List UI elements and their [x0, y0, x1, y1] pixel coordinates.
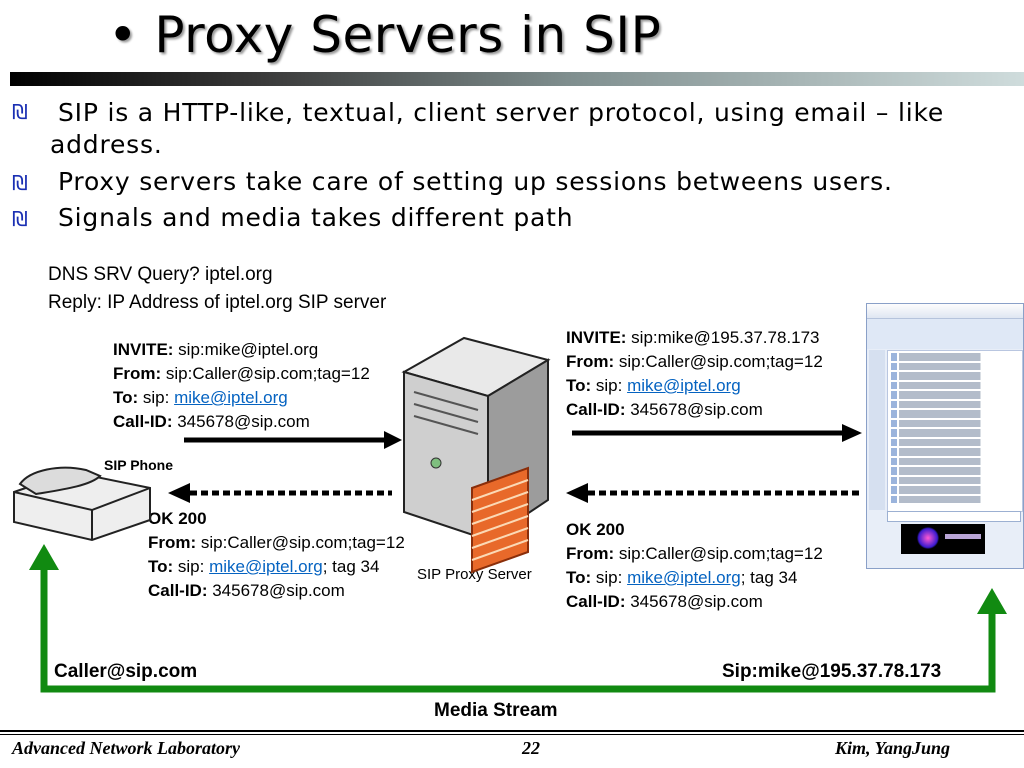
callee-address-label: Sip:mike@195.37.78.173	[722, 661, 942, 682]
to-link[interactable]: mike@iptel.org	[209, 557, 323, 576]
bullet-2: Proxy servers take care of setting up se…	[58, 167, 893, 196]
from-line: From: sip:Caller@sip.com;tag=12	[148, 533, 405, 552]
from-line: From: sip:Caller@sip.com;tag=12	[566, 352, 823, 371]
to-line: To: sip: mike@iptel.org; tag 34	[148, 557, 380, 576]
to-link[interactable]: mike@iptel.org	[627, 568, 741, 587]
callid-line: Call-ID: 345678@sip.com	[566, 592, 763, 611]
status-line: OK 200	[148, 509, 207, 528]
to-line: To: sip: mike@iptel.org; tag 34	[566, 568, 798, 587]
caller-address-label: Caller@sip.com	[54, 661, 198, 682]
to-link[interactable]: mike@iptel.org	[627, 376, 741, 395]
media-stream-arrow	[29, 544, 1007, 693]
to-link[interactable]: mike@iptel.org	[174, 388, 288, 407]
to-line: To: sip: mike@iptel.org	[566, 376, 741, 395]
invite-line: INVITE: sip:mike@195.37.78.173	[566, 328, 820, 347]
callid-line: Call-ID: 345678@sip.com	[566, 400, 763, 419]
slide-title: • Proxy Servers in SIP	[108, 6, 662, 64]
media-stream-label: Media Stream	[434, 700, 558, 721]
bullet-marker-icon: ₪	[12, 100, 28, 124]
to-line: To: sip: mike@iptel.org	[113, 388, 288, 407]
from-line: From: sip:Caller@sip.com;tag=12	[566, 544, 823, 563]
ok-message-left: OK 200 From: sip:Caller@sip.com;tag=12 T…	[148, 507, 405, 603]
dns-reply-text: Reply: IP Address of iptel.org SIP serve…	[48, 292, 387, 313]
invite-line: INVITE: sip:mike@iptel.org	[113, 340, 319, 359]
footer-lab-name: Advanced Network Laboratory	[12, 738, 240, 758]
callid-line: Call-ID: 345678@sip.com	[148, 581, 345, 600]
invite-arrow-right	[572, 424, 862, 442]
bullet-3: Signals and media takes different path	[58, 203, 574, 232]
contact-list	[887, 350, 1023, 512]
footer-rule	[0, 734, 1024, 735]
bullet-1-line-2: address.	[50, 130, 163, 159]
title-underline-bar	[10, 72, 1024, 86]
proxy-server-icon	[401, 336, 551, 574]
messenger-window-image	[866, 303, 1024, 569]
status-line: OK 200	[566, 520, 625, 539]
invite-arrow-left	[184, 431, 402, 449]
footer-rule	[0, 730, 1024, 732]
invite-message-left: INVITE: sip:mike@iptel.org From: sip:Cal…	[113, 338, 370, 434]
dns-query-text: DNS SRV Query? iptel.org	[48, 264, 273, 285]
bullet-1-line-1: SIP is a HTTP-like, textual, client serv…	[58, 98, 945, 127]
from-line: From: sip:Caller@sip.com;tag=12	[113, 364, 370, 383]
page-number: 22	[522, 738, 540, 758]
bullet-marker-icon: ₪	[12, 207, 28, 231]
invite-message-right: INVITE: sip:mike@195.37.78.173 From: sip…	[566, 326, 823, 422]
callid-line: Call-ID: 345678@sip.com	[113, 412, 310, 431]
footer-author: Kim, YangJung	[835, 738, 951, 758]
ok-arrow-left	[168, 483, 392, 503]
ok-arrow-right	[566, 483, 862, 503]
proxy-server-label: SIP Proxy Server	[417, 566, 532, 583]
sip-phone-label: SIP Phone	[104, 457, 173, 473]
bullet-marker-icon: ₪	[12, 171, 28, 195]
ok-message-right: OK 200 From: sip:Caller@sip.com;tag=12 T…	[566, 518, 823, 614]
sip-phone-icon	[13, 466, 151, 542]
